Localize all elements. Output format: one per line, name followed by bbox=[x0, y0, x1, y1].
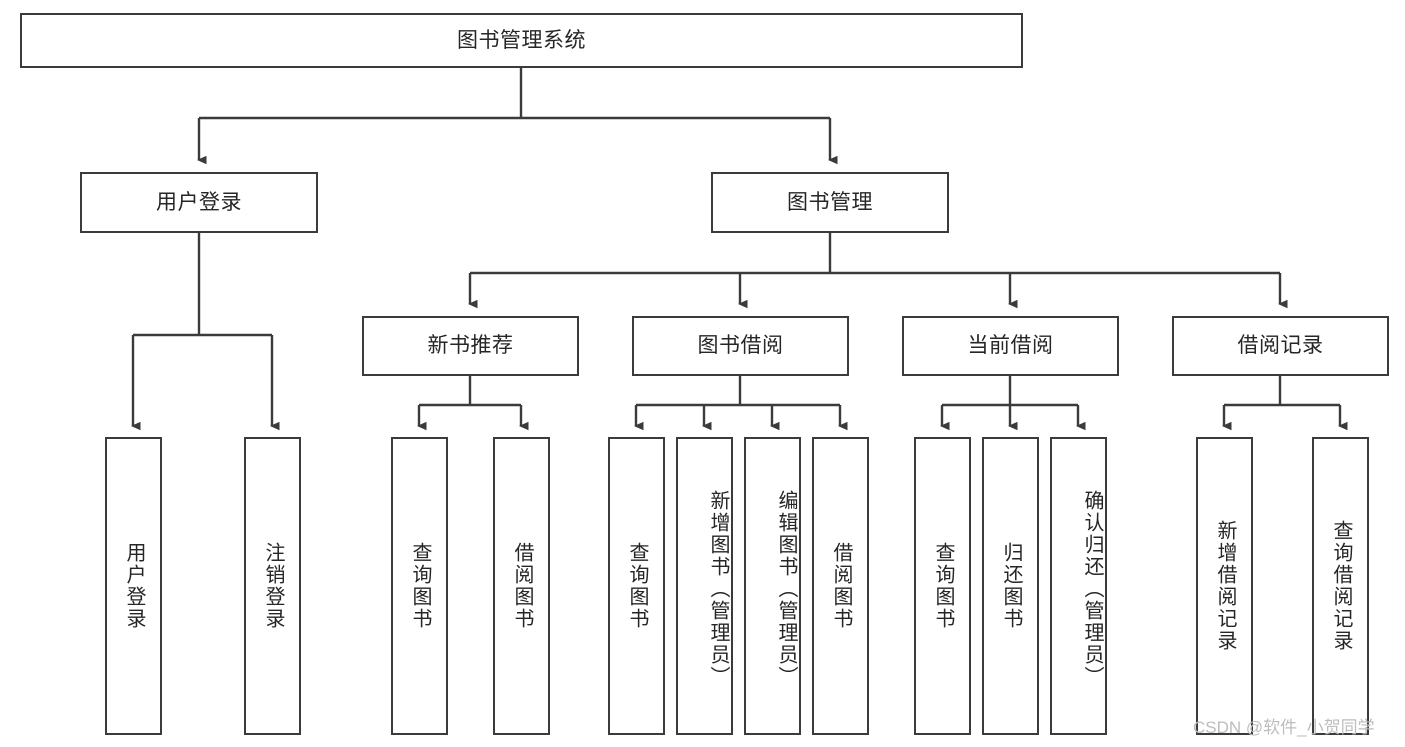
leaf-label: 编辑图书（管理员） bbox=[775, 490, 797, 688]
leaf-label: 新增借阅记录 bbox=[1214, 520, 1236, 652]
leaf-label: 新增图书（管理员） bbox=[707, 490, 729, 688]
node-borrow-record[interactable]: 借阅记录 bbox=[1172, 316, 1389, 376]
node-borrow-record-label: 借阅记录 bbox=[1237, 334, 1324, 358]
node-user-login-label: 用户登录 bbox=[156, 190, 242, 214]
node-root-book-management-system[interactable]: 图书管理系统 bbox=[20, 13, 1023, 68]
leaf-new-book-borrow[interactable]: 借阅图书 bbox=[493, 437, 550, 735]
node-book-management[interactable]: 图书管理 bbox=[711, 172, 949, 233]
node-root-label: 图书管理系统 bbox=[457, 28, 586, 52]
leaf-borrow-add-book-admin[interactable]: 新增图书（管理员） bbox=[676, 437, 733, 735]
node-book-borrow[interactable]: 图书借阅 bbox=[632, 316, 849, 376]
leaf-label: 查询图书 bbox=[409, 542, 431, 630]
leaf-label: 查询图书 bbox=[626, 542, 648, 630]
leaf-borrow-query-book[interactable]: 查询图书 bbox=[608, 437, 665, 735]
csdn-watermark: CSDN @软件_小贺同学 bbox=[1193, 718, 1375, 737]
leaf-current-query-book[interactable]: 查询图书 bbox=[914, 437, 971, 735]
node-current-borrow-label: 当前借阅 bbox=[967, 334, 1054, 358]
leaf-current-return-book[interactable]: 归还图书 bbox=[982, 437, 1039, 735]
node-new-book-recommend[interactable]: 新书推荐 bbox=[362, 316, 579, 376]
leaf-record-query-record[interactable]: 查询借阅记录 bbox=[1312, 437, 1369, 735]
leaf-label: 查询借阅记录 bbox=[1330, 520, 1352, 652]
leaf-current-confirm-return-admin[interactable]: 确认归还（管理员） bbox=[1050, 437, 1107, 735]
node-current-borrow[interactable]: 当前借阅 bbox=[902, 316, 1119, 376]
leaf-label: 借阅图书 bbox=[511, 542, 533, 630]
node-book-borrow-label: 图书借阅 bbox=[697, 334, 784, 358]
leaf-user-login-login[interactable]: 用户登录 bbox=[105, 437, 162, 735]
leaf-user-login-logout[interactable]: 注销登录 bbox=[244, 437, 301, 735]
leaf-label: 查询图书 bbox=[932, 542, 954, 630]
leaf-label: 用户登录 bbox=[123, 542, 145, 630]
leaf-borrow-edit-book-admin[interactable]: 编辑图书（管理员） bbox=[744, 437, 801, 735]
leaf-record-add-record[interactable]: 新增借阅记录 bbox=[1196, 437, 1253, 735]
node-user-login[interactable]: 用户登录 bbox=[80, 172, 318, 233]
leaf-label: 确认归还（管理员） bbox=[1081, 490, 1103, 688]
leaf-borrow-borrow-book[interactable]: 借阅图书 bbox=[812, 437, 869, 735]
node-book-management-label: 图书管理 bbox=[787, 190, 873, 214]
node-new-book-recommend-label: 新书推荐 bbox=[427, 334, 514, 358]
leaf-label: 归还图书 bbox=[1000, 542, 1022, 630]
leaf-label: 注销登录 bbox=[262, 542, 284, 630]
leaf-label: 借阅图书 bbox=[830, 542, 852, 630]
leaf-new-book-query[interactable]: 查询图书 bbox=[391, 437, 448, 735]
